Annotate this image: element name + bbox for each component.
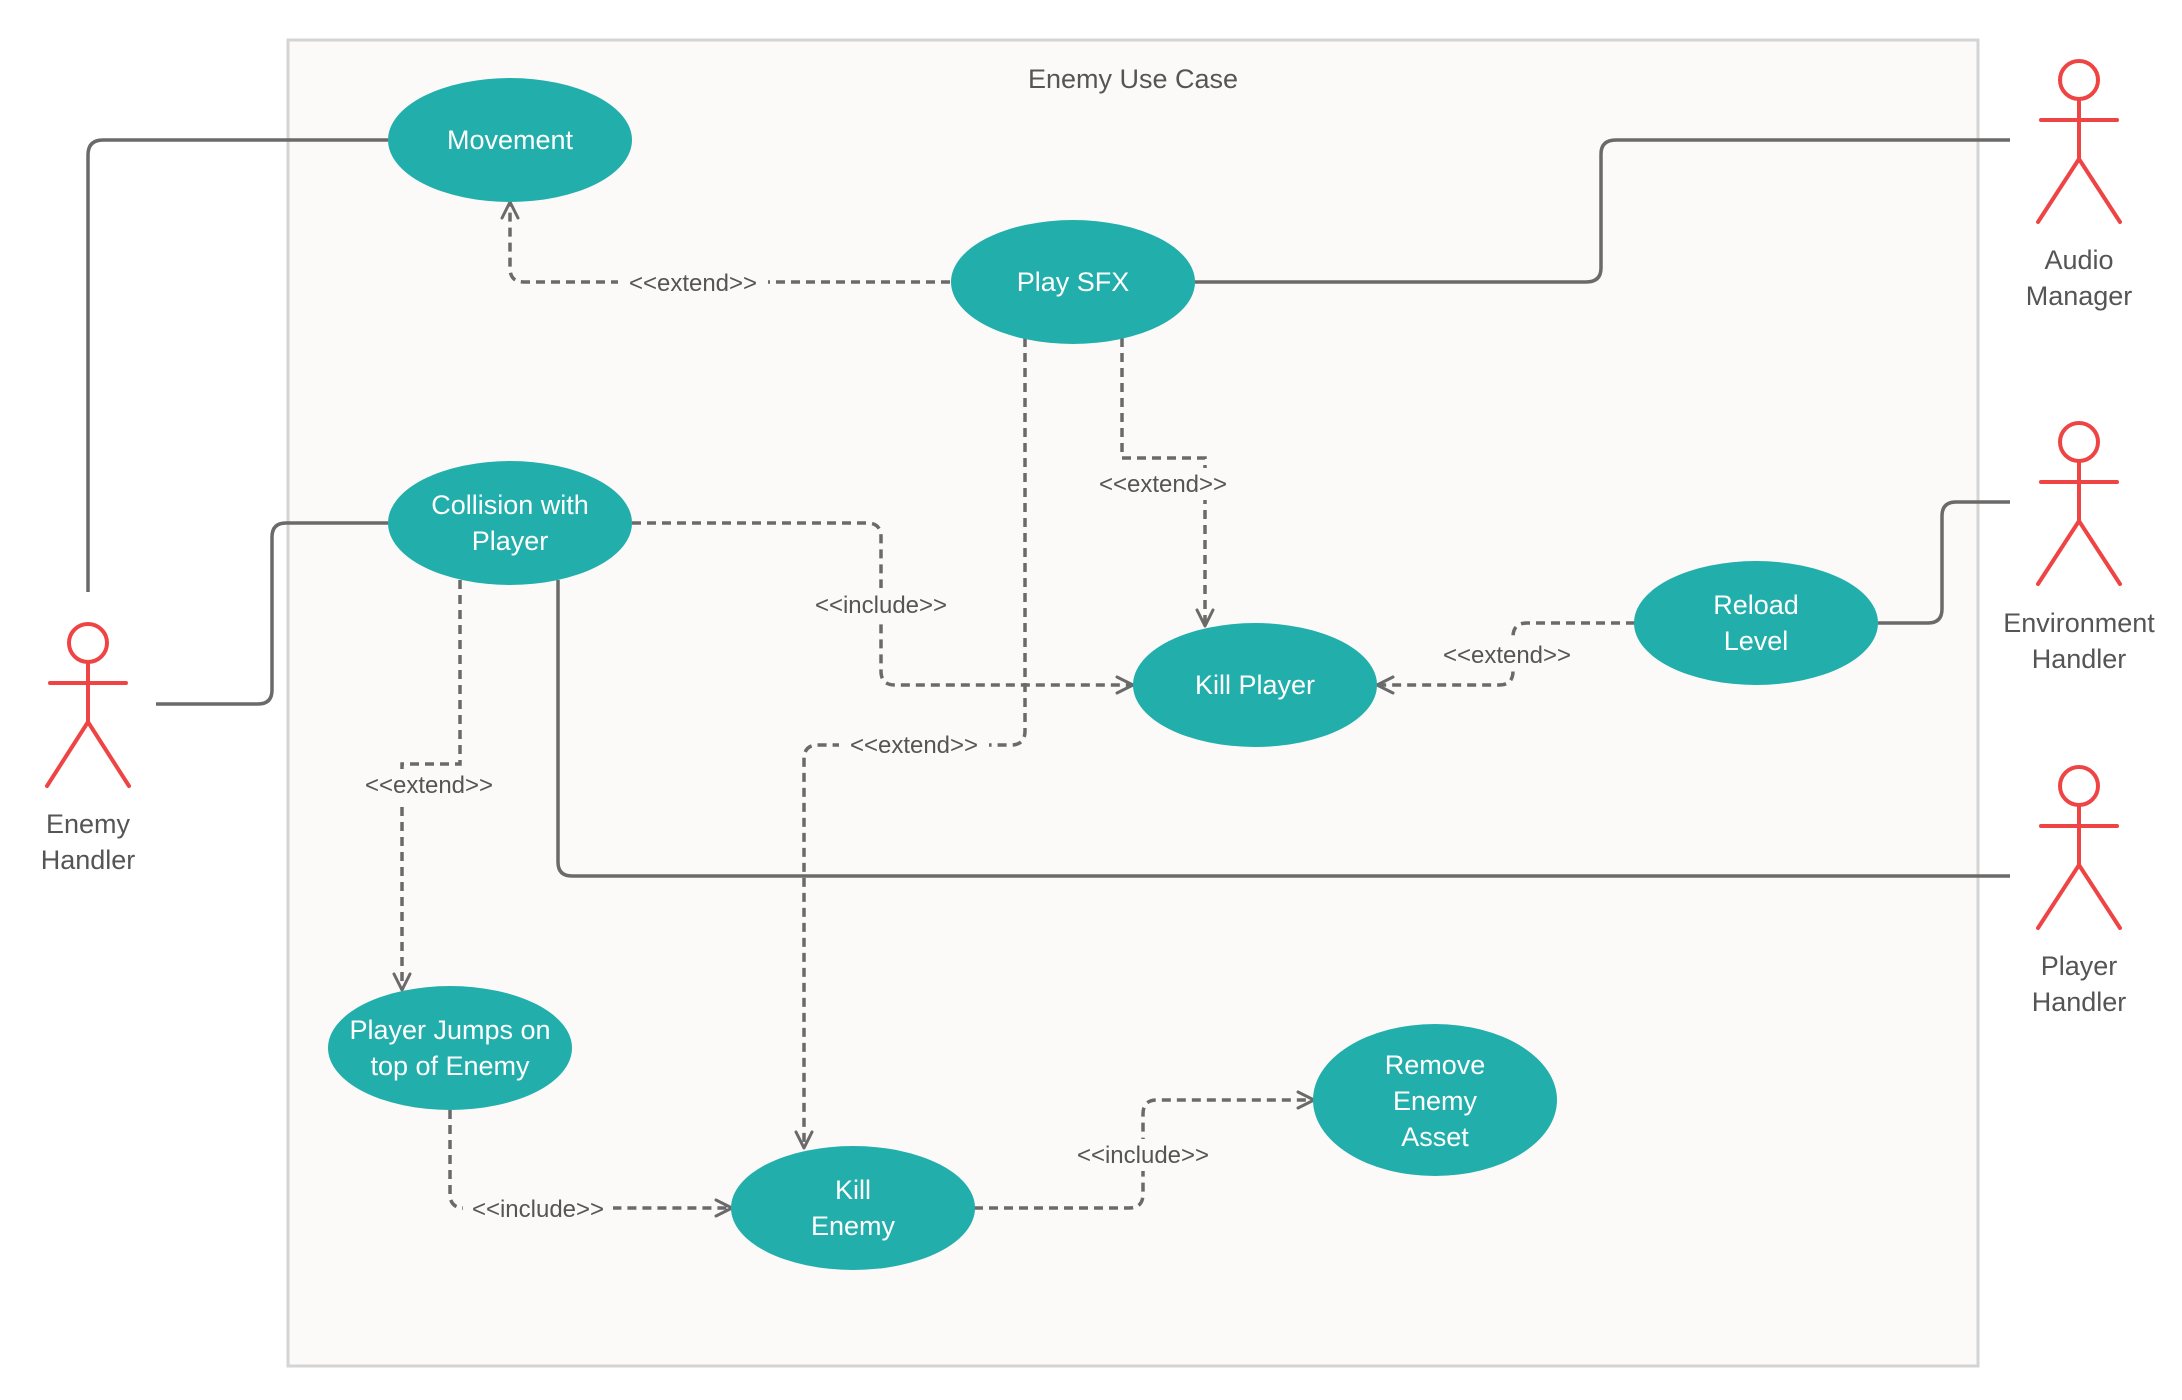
- extend-reload-level-to-kill-player[interactable]: [1375, 621, 1635, 695]
- association-enemy-handler-collision[interactable]: [156, 521, 388, 706]
- use-case-kill-enemy-line2: Enemy: [811, 1211, 896, 1241]
- use-case-jumps-line2: top of Enemy: [370, 1051, 530, 1081]
- actor-player-handler-line1: Player: [2041, 951, 2118, 981]
- use-case-collision-line2: Player: [472, 526, 549, 556]
- association-play-sfx-audio-manager[interactable]: [1193, 138, 2010, 284]
- use-case-collision-with-player[interactable]: Collision with Player: [388, 461, 632, 585]
- actor-environment-handler-line1: Environment: [2003, 608, 2155, 638]
- use-case-remove-line2: Enemy: [1393, 1086, 1478, 1116]
- use-case-play-sfx-label: Play SFX: [1017, 267, 1130, 297]
- label-kill-enemy-remove: <<include>>: [1077, 1142, 1209, 1169]
- label-collision-kill-player: <<include>>: [815, 592, 947, 619]
- association-enemy-handler-movement[interactable]: [86, 138, 388, 592]
- actor-audio-manager-line2: Manager: [2026, 281, 2133, 311]
- use-case-play-sfx[interactable]: Play SFX: [951, 220, 1195, 344]
- actor-player-handler[interactable]: [2036, 765, 2122, 930]
- use-case-remove-enemy-asset[interactable]: Remove Enemy Asset: [1313, 1024, 1557, 1176]
- association-collision-player-handler[interactable]: [556, 580, 2010, 878]
- label-sfx-kill-enemy: <<extend>>: [850, 732, 978, 759]
- system-title: Enemy Use Case: [1028, 64, 1238, 94]
- use-case-movement-label: Movement: [447, 125, 574, 155]
- use-case-movement[interactable]: Movement: [388, 78, 632, 202]
- include-collision-to-kill-player[interactable]: [632, 521, 1135, 695]
- label-reload-kill-player: <<extend>>: [1443, 642, 1571, 669]
- actor-enemy-handler[interactable]: [45, 622, 131, 788]
- use-case-kill-player-label: Kill Player: [1195, 670, 1315, 700]
- use-case-kill-enemy[interactable]: Kill Enemy: [731, 1146, 975, 1270]
- label-sfx-movement: <<extend>>: [629, 270, 757, 297]
- actor-enemy-handler-line2: Handler: [41, 845, 136, 875]
- use-case-jumps-line1: Player Jumps on: [349, 1015, 550, 1045]
- use-case-remove-line1: Remove: [1385, 1050, 1486, 1080]
- actor-enemy-handler-line1: Enemy: [46, 809, 131, 839]
- use-case-reload-level[interactable]: Reload Level: [1634, 561, 1878, 685]
- actor-environment-handler-line2: Handler: [2032, 644, 2127, 674]
- label-sfx-kill-player: <<extend>>: [1099, 471, 1227, 498]
- use-case-remove-line3: Asset: [1401, 1122, 1469, 1152]
- extend-play-sfx-to-movement[interactable]: [500, 200, 950, 284]
- label-jumps-kill-enemy: <<include>>: [472, 1196, 604, 1223]
- use-case-reload-line1: Reload: [1713, 590, 1799, 620]
- extend-play-sfx-to-kill-player[interactable]: [1120, 338, 1215, 628]
- label-collision-jumps: <<extend>>: [365, 772, 493, 799]
- actor-audio-manager-line1: Audio: [2044, 245, 2113, 275]
- extend-collision-to-jumps[interactable]: [392, 580, 462, 992]
- actor-player-handler-line2: Handler: [2032, 987, 2127, 1017]
- use-case-collision-line1: Collision with: [431, 490, 589, 520]
- association-reload-level-environment-handler[interactable]: [1878, 500, 2010, 625]
- use-case-reload-line2: Level: [1724, 626, 1789, 656]
- use-case-kill-enemy-line1: Kill: [835, 1175, 871, 1205]
- actor-audio-manager[interactable]: [2036, 59, 2122, 224]
- actor-environment-handler[interactable]: [2036, 421, 2122, 586]
- use-case-kill-player[interactable]: Kill Player: [1133, 623, 1377, 747]
- use-case-player-jumps[interactable]: Player Jumps on top of Enemy: [328, 986, 572, 1110]
